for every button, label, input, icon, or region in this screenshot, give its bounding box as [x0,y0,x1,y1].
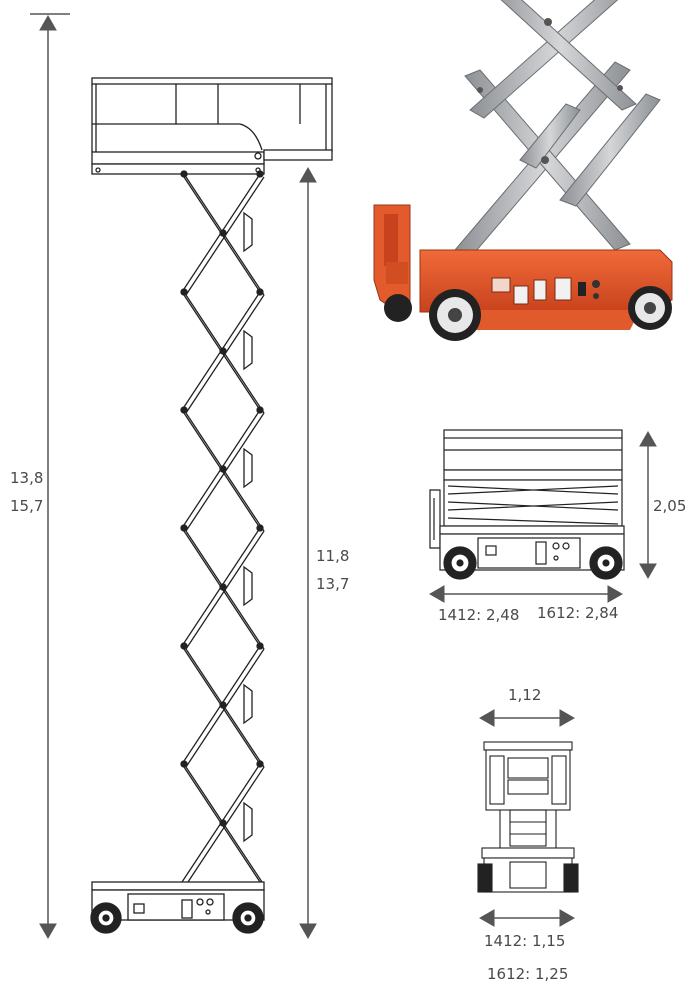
length-value-1412: 1412: 2,48 [438,606,520,624]
scissor-pivot [219,701,227,709]
platform-height-dimension-line [299,166,317,940]
scissor-pivot [180,288,188,296]
scissor-pivot [219,229,227,237]
scissor-pivot [219,465,227,473]
max-height-value-1412: 13,8 [10,469,44,487]
scissor-pivot [256,642,264,650]
scissor-pivot [180,524,188,532]
scissor-pivot [256,288,264,296]
scissor-bracket [243,801,253,843]
scissor-bracket [243,329,253,371]
scissor-pivot [180,170,188,178]
scissor-pivot [219,347,227,355]
stowed-height-value: 2,05 [653,497,687,515]
platform-height-value-1612: 13,7 [316,575,350,593]
scissor-pivot [256,406,264,414]
scissor-pivot [219,819,227,827]
scissor-pivot [256,760,264,768]
stowed-height-dimension-line [639,430,657,580]
scissor-pivot [180,642,188,650]
length-dimension-line [428,585,624,603]
platform-width-dimension-line [478,709,576,727]
scissor-pivot [256,170,264,178]
scissor-pivot [180,406,188,414]
scissor-pivot [256,524,264,532]
max-height-dimension-line [30,13,70,940]
max-height-value-1612: 15,7 [10,497,44,515]
lift-front-view [477,741,579,893]
base-width-value-1412: 1412: 1,15 [484,932,566,950]
platform-height-value-1412: 11,8 [316,547,350,565]
extended-lift-side-view [90,77,333,934]
base-width-value-1612: 1612: 1,25 [487,965,569,983]
stowed-lift-side-view [429,429,625,580]
platform-width-value: 1,12 [508,686,542,704]
scissor-pivot [219,583,227,591]
base-width-dimension-line [478,909,576,927]
length-value-1612: 1612: 2,84 [537,604,619,622]
scissor-lift-photo [373,0,673,341]
scissor-bracket [243,565,253,607]
scissor-bracket [243,211,253,253]
scissor-bracket [243,447,253,489]
scissor-bracket [243,683,253,725]
scissor-pivot [180,760,188,768]
